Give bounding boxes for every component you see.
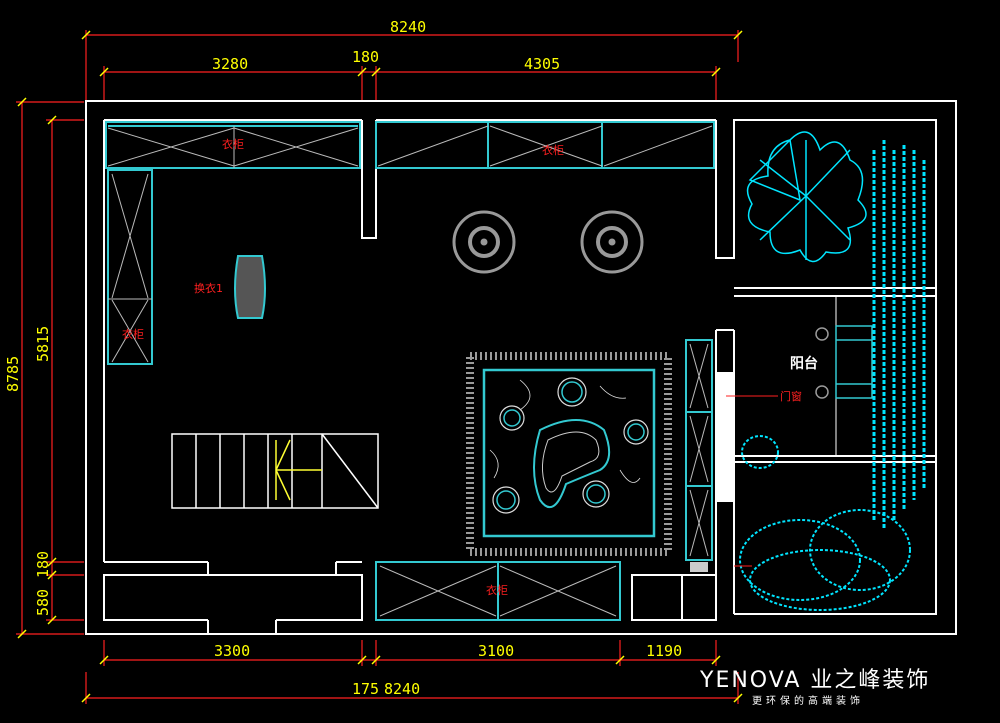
label-balcony: 阳台 <box>790 355 818 372</box>
dim-bottom-middle: 3100 <box>478 642 514 660</box>
dim-bottom-extra: 175 <box>352 680 379 698</box>
dim-bottom-right: 1190 <box>646 642 682 660</box>
dim-bottom-total: 8240 <box>384 680 420 698</box>
rug-and-bed-area <box>466 352 672 556</box>
label-dressing-stool: 换衣1 <box>194 281 223 295</box>
label-wardrobe-top-left: 衣柜 <box>222 137 244 151</box>
dim-left-small-a: 180 <box>34 551 52 578</box>
balcony-shrubs <box>739 435 911 611</box>
walls <box>85 100 957 635</box>
balcony-hedge <box>872 140 926 530</box>
equipment-box <box>690 562 708 572</box>
dressing-stool <box>234 255 266 319</box>
dimension-ticks <box>17 30 743 703</box>
dim-left-total: 8785 <box>4 356 22 392</box>
label-wardrobe-top-right: 衣柜 <box>542 143 564 157</box>
brand-watermark: YENOVA 业之峰装饰 更环保的高端装饰 <box>700 662 992 712</box>
staircase <box>171 433 379 509</box>
dim-top-right: 4305 <box>524 55 560 73</box>
dim-top-middle: 180 <box>352 48 379 66</box>
brand-name: YENOVA 业之峰装饰 <box>700 668 931 693</box>
dim-top-left: 3280 <box>212 55 248 73</box>
balcony-planting <box>746 131 867 263</box>
wardrobes <box>105 121 715 621</box>
label-wardrobe-left: 衣柜 <box>122 327 144 341</box>
dim-left-main: 5815 <box>34 326 52 362</box>
label-wardrobe-bottom: 衣柜 <box>486 583 508 597</box>
balcony-door-opening <box>716 372 734 502</box>
label-window: 门窗 <box>780 389 802 403</box>
ceiling-lights <box>452 210 644 274</box>
annotation-leaders <box>726 395 778 567</box>
dim-left-small-b: 580 <box>34 589 52 616</box>
dim-bottom-left: 3300 <box>214 642 250 660</box>
balcony-seating <box>815 325 873 399</box>
dim-top-total: 8240 <box>390 18 426 36</box>
brand-tagline: 更环保的高端装饰 <box>752 696 864 707</box>
